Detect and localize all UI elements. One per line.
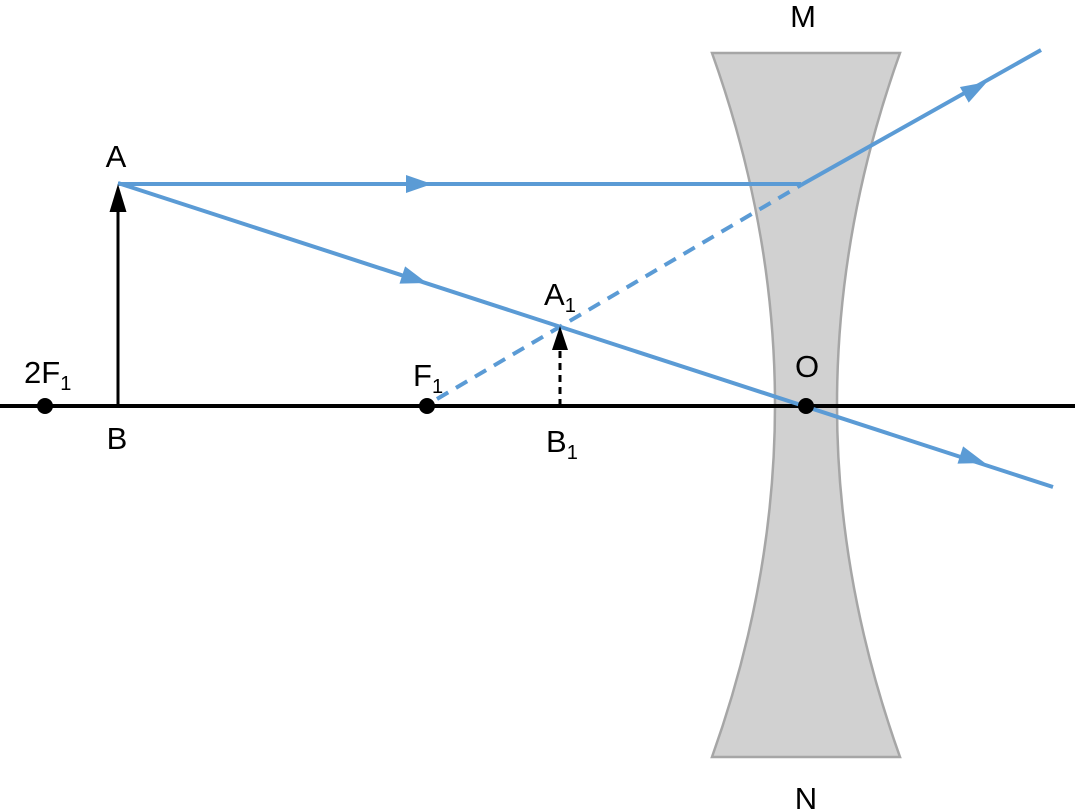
label-B: B	[107, 421, 128, 456]
label-M: M	[790, 0, 816, 34]
label-A1: A1	[544, 277, 576, 317]
arrowhead-parallel-ray	[406, 175, 432, 193]
label-A: A	[106, 139, 127, 174]
label-O: O	[795, 349, 819, 384]
refracted-ray-diverging	[800, 48, 1042, 187]
point-F1	[419, 398, 435, 414]
arrowhead-central-ray-exit	[957, 446, 985, 464]
arrowhead-refracted-ray	[959, 82, 987, 103]
label-N: N	[795, 781, 817, 812]
object-arrowhead	[109, 184, 127, 212]
central-ray-through-O	[117, 181, 1054, 489]
point-2F1	[37, 398, 53, 414]
arrowhead-central-ray	[399, 266, 427, 284]
label-B1: B1	[546, 424, 578, 464]
point-O	[798, 398, 814, 414]
label-F1: F1	[413, 358, 443, 398]
label-2F1: 2F1	[24, 355, 71, 395]
virtual-ray-extension-dashed	[435, 183, 803, 401]
image-arrowhead	[552, 326, 568, 350]
